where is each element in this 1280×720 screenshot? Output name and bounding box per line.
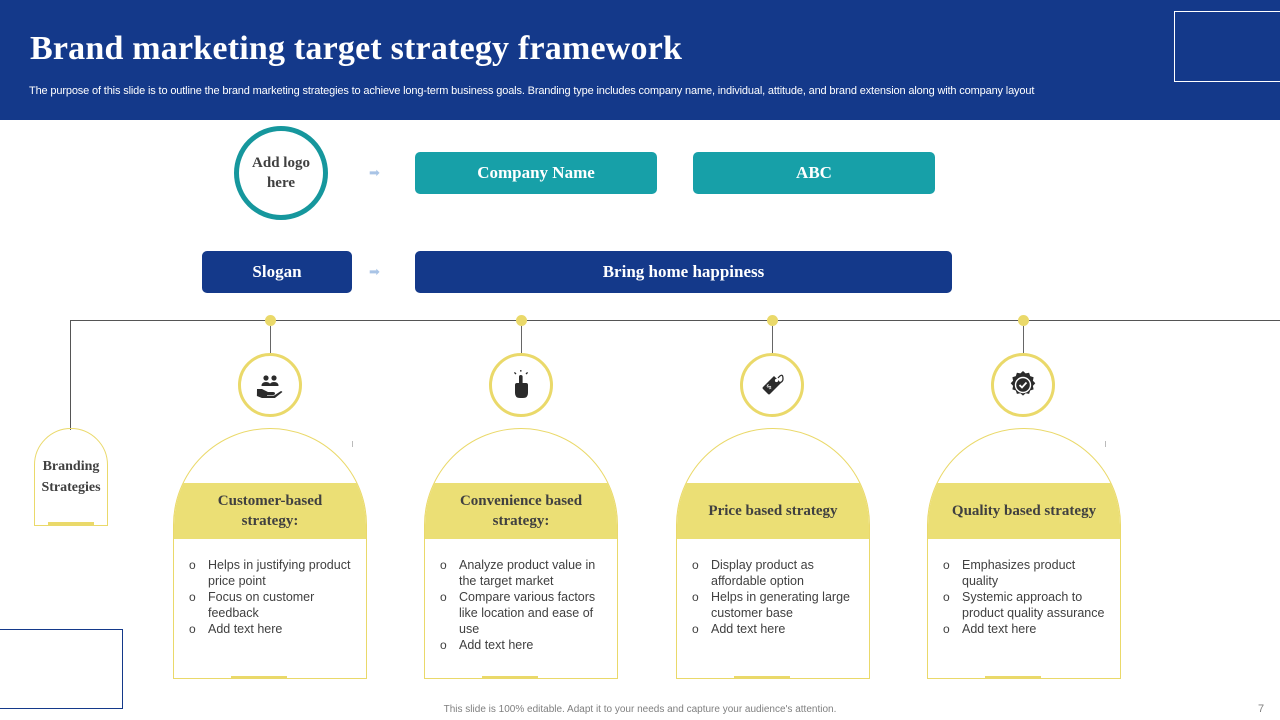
connector-stem (521, 326, 522, 354)
slogan-value-text: Bring home happiness (602, 262, 765, 281)
touch-finger-icon (489, 353, 553, 417)
logo-placeholder-text: Add logo here (252, 155, 310, 191)
card-underline (985, 676, 1041, 679)
slide-subtitle: The purpose of this slide is to outline … (29, 85, 1035, 97)
connector-stem (1023, 326, 1024, 354)
header-decor-box (1174, 11, 1280, 82)
quality-badge-icon (991, 353, 1055, 417)
connector-stem (772, 326, 773, 354)
connector-dot (516, 315, 527, 326)
list-item: Systemic approach to product quality ass… (942, 589, 1114, 621)
arrow-right-icon: ➡ (369, 165, 380, 180)
strategy-card-price[interactable]: Price based strategy Display product as … (676, 428, 870, 679)
strategy-card-quality[interactable]: Quality based strategy Emphasizes produc… (927, 428, 1121, 679)
logo-placeholder[interactable]: Add logo here (234, 126, 328, 220)
page-number: 7 (1258, 703, 1265, 715)
strategy-title: Convenience based strategy: (425, 483, 617, 539)
list-item: Add text here (188, 621, 360, 637)
strategy-points: Emphasizes product quality Systemic appr… (942, 557, 1114, 637)
connector-stem (270, 326, 271, 354)
slogan-label[interactable]: Slogan (202, 251, 352, 293)
list-item: Add text here (691, 621, 863, 637)
company-name-value[interactable]: ABC (693, 152, 935, 194)
list-item: Helps in generating large customer base (691, 589, 863, 621)
company-name-value-text: ABC (796, 163, 832, 182)
strategy-title: Quality based strategy (928, 483, 1120, 539)
connector-line (70, 320, 1280, 321)
list-item: Emphasizes product quality (942, 557, 1114, 589)
branding-strategies-label: Branding Strategies (34, 428, 108, 526)
svg-text:$: $ (765, 382, 774, 391)
card-underline (734, 676, 790, 679)
strategy-points: Helps in justifying product price point … (188, 557, 360, 637)
card-underline (482, 676, 538, 679)
slide-title: Brand marketing target strategy framewor… (30, 30, 683, 67)
connector-dot (767, 315, 778, 326)
corner-decor-box (0, 629, 123, 709)
list-item: Display product as affordable option (691, 557, 863, 589)
list-item: Compare various factors like location an… (439, 589, 611, 637)
slogan-label-text: Slogan (252, 262, 302, 281)
card-underline (231, 676, 287, 679)
decor-tick (352, 441, 353, 447)
list-item: Focus on customer feedback (188, 589, 360, 621)
strategy-title: Customer-based strategy: (174, 483, 366, 539)
company-name-label-text: Company Name (477, 163, 595, 182)
branding-strategies-text: Branding Strategies (41, 459, 101, 495)
strategy-points: Analyze product value in the target mark… (439, 557, 611, 653)
strategy-points: Display product as affordable option Hel… (691, 557, 863, 637)
list-item: Helps in justifying product price point (188, 557, 360, 589)
connector-dot (1018, 315, 1029, 326)
slogan-value[interactable]: Bring home happiness (415, 251, 952, 293)
price-tag-icon: $ (740, 353, 804, 417)
strategy-card-customer[interactable]: Customer-based strategy: Helps in justif… (173, 428, 367, 679)
hand-people-icon (238, 353, 302, 417)
arrow-right-icon: ➡ (369, 264, 380, 279)
connector-line-vertical (70, 320, 71, 430)
list-item: Add text here (942, 621, 1114, 637)
decor-tick (1105, 441, 1106, 447)
strategy-title: Price based strategy (677, 483, 869, 539)
list-item: Analyze product value in the target mark… (439, 557, 611, 589)
branding-underline (48, 522, 94, 525)
strategy-card-convenience[interactable]: Convenience based strategy: Analyze prod… (424, 428, 618, 679)
header-banner: Brand marketing target strategy framewor… (0, 0, 1280, 120)
list-item: Add text here (439, 637, 611, 653)
company-name-label[interactable]: Company Name (415, 152, 657, 194)
footer-note: This slide is 100% editable. Adapt it to… (443, 704, 837, 715)
connector-dot (265, 315, 276, 326)
